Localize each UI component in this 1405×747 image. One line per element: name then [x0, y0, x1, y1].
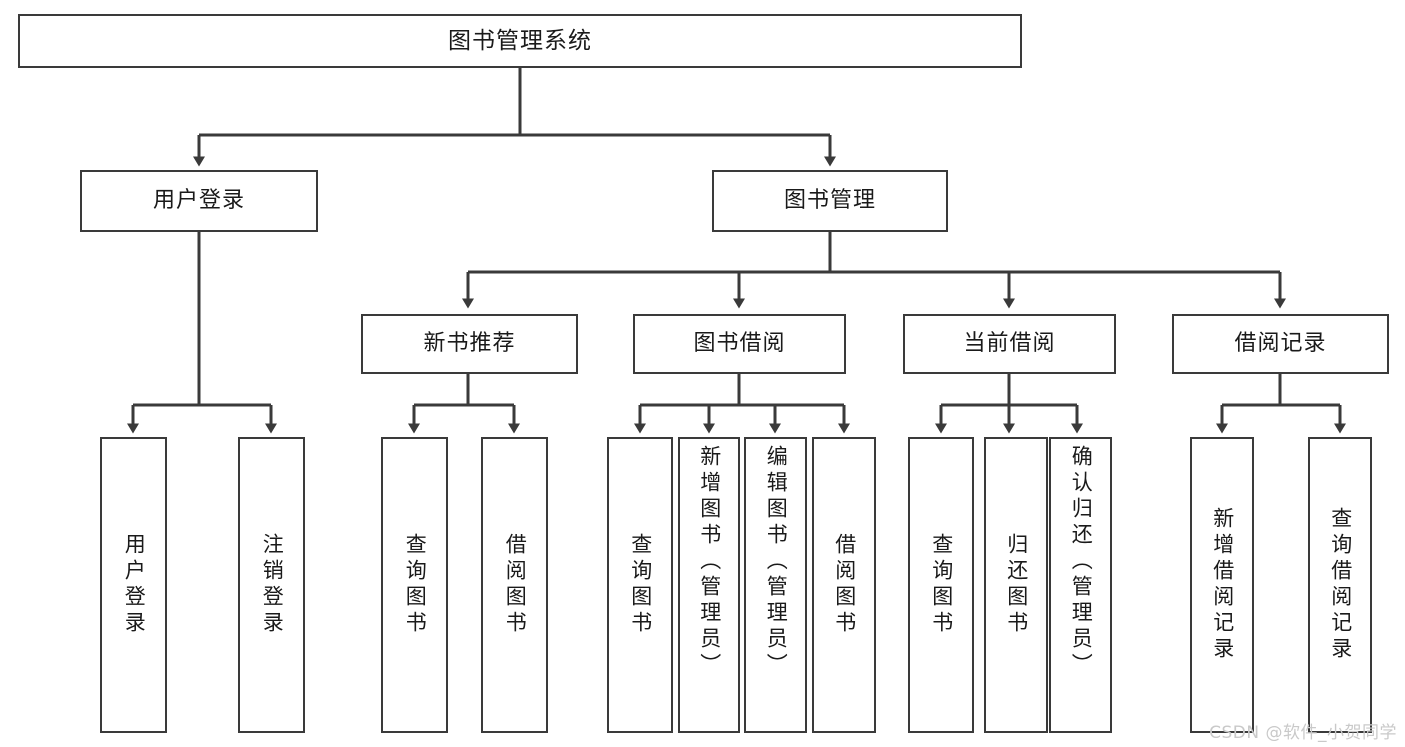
node-label: 编辑图书（管理员）: [764, 445, 789, 679]
node-label: 用户登录: [152, 188, 245, 214]
leaf-user-login-logout[interactable]: 注销登录: [238, 437, 305, 733]
node-book-borrow[interactable]: 图书借阅: [633, 314, 846, 374]
leaf-current-query-book[interactable]: 查询图书: [908, 437, 974, 733]
node-label: 新增图书（管理员）: [697, 445, 722, 679]
node-label: 借阅图书: [832, 533, 857, 637]
node-label: 查询借阅记录: [1328, 507, 1353, 663]
node-label: 查询图书: [403, 533, 428, 637]
leaf-record-add-record[interactable]: 新增借阅记录: [1190, 437, 1254, 733]
node-label: 注销登录: [260, 533, 285, 637]
node-label: 新书推荐: [423, 331, 516, 357]
node-label: 借阅记录: [1234, 331, 1327, 357]
node-user-login[interactable]: 用户登录: [80, 170, 318, 232]
node-label: 归还图书: [1004, 533, 1029, 637]
watermark-text: CSDN @软件_小贺同学: [1209, 723, 1397, 743]
node-label: 当前借阅: [963, 331, 1056, 357]
node-label: 图书管理: [783, 188, 876, 214]
node-label: 查询图书: [628, 533, 653, 637]
leaf-recommend-borrow-book[interactable]: 借阅图书: [481, 437, 548, 733]
leaf-recommend-query-book[interactable]: 查询图书: [381, 437, 448, 733]
node-current-borrow[interactable]: 当前借阅: [903, 314, 1116, 374]
node-borrow-record[interactable]: 借阅记录: [1172, 314, 1389, 374]
node-label: 查询图书: [929, 533, 954, 637]
leaf-borrow-edit-book-admin[interactable]: 编辑图书（管理员）: [744, 437, 807, 733]
leaf-user-login-login[interactable]: 用户登录: [100, 437, 167, 733]
node-label: 确认归还（管理员）: [1069, 445, 1094, 679]
node-label: 图书管理系统: [448, 27, 592, 54]
node-root-system[interactable]: 图书管理系统: [18, 14, 1022, 68]
node-new-book-recommend[interactable]: 新书推荐: [361, 314, 578, 374]
leaf-record-query-record[interactable]: 查询借阅记录: [1308, 437, 1372, 733]
leaf-current-return-book[interactable]: 归还图书: [984, 437, 1048, 733]
leaf-borrow-borrow-book[interactable]: 借阅图书: [812, 437, 876, 733]
leaf-borrow-add-book-admin[interactable]: 新增图书（管理员）: [678, 437, 740, 733]
node-label: 用户登录: [122, 533, 147, 637]
node-label: 图书借阅: [693, 331, 786, 357]
node-label: 新增借阅记录: [1210, 507, 1235, 663]
leaf-borrow-query-book[interactable]: 查询图书: [607, 437, 673, 733]
node-label: 借阅图书: [503, 533, 528, 637]
node-book-management[interactable]: 图书管理: [712, 170, 948, 232]
leaf-current-confirm-return-admin[interactable]: 确认归还（管理员）: [1049, 437, 1112, 733]
